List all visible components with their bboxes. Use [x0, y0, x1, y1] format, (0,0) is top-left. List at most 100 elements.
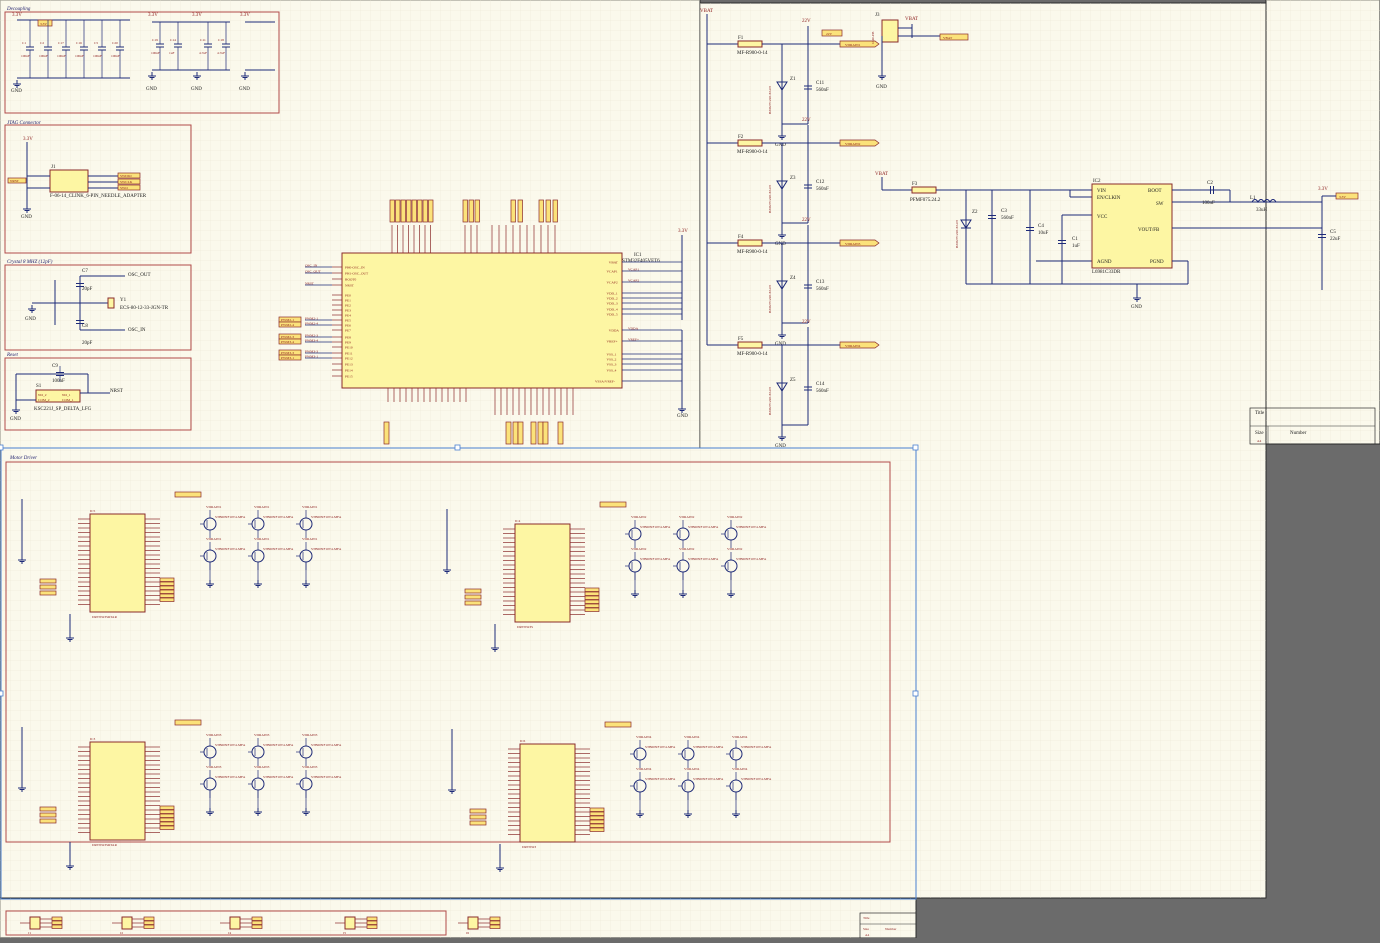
driver-block-3[interactable]: IC3DRV8323SRTARSTB60NF10T4-MFAVDRAIN3STB…	[17, 719, 342, 870]
fuse[interactable]	[737, 341, 763, 349]
reset-switch-s1[interactable]	[35, 389, 81, 403]
svg-text:VDD_1: VDD_1	[607, 292, 618, 296]
svg-text:PWM3-4: PWM3-4	[281, 340, 294, 344]
motor-driver-section[interactable]: Motor Driver IC5DRV8323SRTARSTB60NF10T4-…	[5, 456, 891, 872]
connector-j4[interactable]: J4	[220, 916, 263, 935]
svg-text:4.7uF: 4.7uF	[217, 51, 225, 55]
connector-j1[interactable]: J1	[20, 916, 63, 935]
motor-driver-ic[interactable]	[514, 523, 571, 623]
jtag-section[interactable]: JTAG Connector 3.3V J1 F-06-14_CLINK_6-P…	[4, 121, 192, 254]
svg-text:BZD27C22P-E3-08: BZD27C22P-E3-08	[955, 220, 959, 248]
port-net-label	[395, 199, 401, 223]
handle-top-left[interactable]	[0, 444, 4, 451]
handle-top[interactable]	[454, 444, 461, 451]
handle-left[interactable]	[0, 690, 4, 697]
protection-section[interactable]: VBAT F1MF-R900-0-14Z1BZD27C22P-E3-08C115…	[700, 9, 880, 449]
reset-section[interactable]: Reset S1 NO_2 NO_1 COM_2 COM_1 KSC221J_S…	[4, 353, 192, 431]
driver-block-2[interactable]: IC4DRV8323SSTB60NF10T4-MFAVDRAIN2STB60NF…	[442, 501, 767, 652]
protection-channel-1[interactable]: F1MF-R900-0-14Z1BZD27C22P-E3-08C11560nF2…	[707, 19, 880, 148]
svg-text:STB60NF10T4-MFA: STB60NF10T4-MFA	[640, 557, 671, 561]
vdrain-label	[839, 239, 880, 247]
svg-text:MF-R900-0-14: MF-R900-0-14	[737, 250, 768, 255]
protection-channel-2[interactable]: F2MF-R900-0-14Z3BZD27C22P-E3-08C12560nF2…	[707, 118, 880, 247]
svg-text:VDRAIN1: VDRAIN1	[845, 43, 861, 47]
svg-text:VDRAIN1: VDRAIN1	[254, 537, 270, 541]
selection-box[interactable]	[0, 444, 919, 900]
svg-text:C16: C16	[76, 41, 82, 45]
svg-text:3.3V: 3.3V	[148, 13, 158, 18]
svg-text:STB60NF10T4-MFA: STB60NF10T4-MFA	[263, 743, 294, 747]
fuse-f3[interactable]	[911, 186, 937, 194]
motor-driver-ic[interactable]	[89, 513, 146, 613]
protection-channel-3[interactable]: F4MF-R900-0-14Z4BZD27C22P-E3-08C13560nF2…	[707, 218, 880, 347]
svg-text:VDRAIN2: VDRAIN2	[631, 515, 647, 519]
svg-text:PE9: PE9	[345, 341, 351, 345]
svg-text:IC1: IC1	[634, 253, 642, 258]
sheet-motor	[0, 447, 917, 899]
regulator-section[interactable]: VBAT F3 PFMF075.24.2 Z2 BZD27C22P-E3-08 …	[875, 172, 1359, 310]
regulator-ic2[interactable]	[1091, 183, 1173, 269]
port-net-label	[468, 199, 474, 223]
crystal-section[interactable]: Crystal 8 MHZ (12pF) Y1 ECS-80-12-33-JGN…	[4, 260, 192, 351]
svg-text:100nF: 100nF	[75, 54, 84, 58]
svg-text:3.3V: 3.3V	[12, 13, 22, 18]
fuse[interactable]	[737, 239, 763, 247]
svg-text:VOUT/FB: VOUT/FB	[1138, 228, 1160, 233]
svg-text:STB60NF10T4-MFA: STB60NF10T4-MFA	[645, 777, 676, 781]
svg-text:VDRAIN2: VDRAIN2	[845, 142, 861, 146]
protection-channel-4[interactable]: F5MF-R900-0-14Z5BZD27C22P-E3-08C14560nF2…	[707, 320, 880, 449]
port-net-label	[542, 421, 549, 445]
mcu-ic1[interactable]: IC1 STM32F405VET6 PH0-OSC_INOSC_INPH1-OS…	[278, 199, 688, 445]
jtag-connector-j1[interactable]	[49, 169, 89, 193]
crystal-y1[interactable]	[107, 297, 115, 309]
svg-text:PFMF075.24.2: PFMF075.24.2	[910, 198, 941, 203]
motor-driver-ic[interactable]	[89, 741, 146, 841]
decoupling-cap[interactable]: C16 100nF	[75, 20, 88, 78]
svg-text:C11: C11	[816, 81, 825, 86]
svg-text:VSS_2: VSS_2	[607, 358, 617, 362]
svg-text:VREF+: VREF+	[628, 338, 639, 342]
svg-text:STB60NF10T4-MFA: STB60NF10T4-MFA	[311, 743, 342, 747]
svg-text:F-06-14_CLINK_6-PIN_NEEDLE_ADA: F-06-14_CLINK_6-PIN_NEEDLE_ADAPTER	[50, 194, 147, 199]
driver-block-4[interactable]: IC6DRV8323STB60NF10T4-MFAVDRAIN4STB60NF1…	[447, 721, 772, 872]
vdrain-label	[839, 341, 880, 349]
svg-text:PE13: PE13	[345, 363, 353, 367]
connector-j2[interactable]: J2	[112, 916, 155, 935]
svg-text:GND: GND	[25, 317, 36, 322]
motor-driver-ic[interactable]	[519, 743, 576, 843]
svg-text:VSS_1: VSS_1	[607, 353, 617, 357]
svg-text:PE5: PE5	[345, 319, 351, 323]
connector-j5[interactable]: J5	[335, 916, 378, 935]
svg-text:STB60NF10T4-MFA: STB60NF10T4-MFA	[688, 557, 719, 561]
connector-j6[interactable]: J6	[458, 916, 501, 935]
svg-text:PWM2-4: PWM2-4	[305, 322, 318, 326]
connector-strip[interactable]: J1 J2 J4 J5 J6	[5, 910, 501, 936]
decoupling-section[interactable]: Decoupling 3.3V 3.3V 3.3V 3.3V 3.3V C110…	[4, 7, 280, 114]
svg-text:F3: F3	[912, 182, 918, 187]
svg-text:AGND: AGND	[1097, 260, 1112, 265]
svg-text:VCAP2: VCAP2	[607, 281, 618, 285]
handle-top-right[interactable]	[912, 444, 919, 451]
fuse[interactable]	[737, 40, 763, 48]
svg-text:C2: C2	[1207, 181, 1213, 186]
svg-text:GND: GND	[677, 414, 688, 419]
handle-right[interactable]	[912, 690, 919, 697]
svg-text:VDDA: VDDA	[628, 327, 639, 331]
svg-text:GND: GND	[10, 417, 21, 422]
driver-block-1[interactable]: IC5DRV8323SRTARSTB60NF10T4-MFAVDRAIN1STB…	[17, 491, 342, 642]
svg-text:100nF: 100nF	[39, 54, 48, 58]
battery-connector[interactable]: J3 1340-PB VBAT VBAT GND	[871, 13, 969, 90]
fuse[interactable]	[737, 139, 763, 147]
svg-text:10uF: 10uF	[1038, 231, 1049, 236]
svg-text:100nF: 100nF	[1202, 201, 1215, 206]
